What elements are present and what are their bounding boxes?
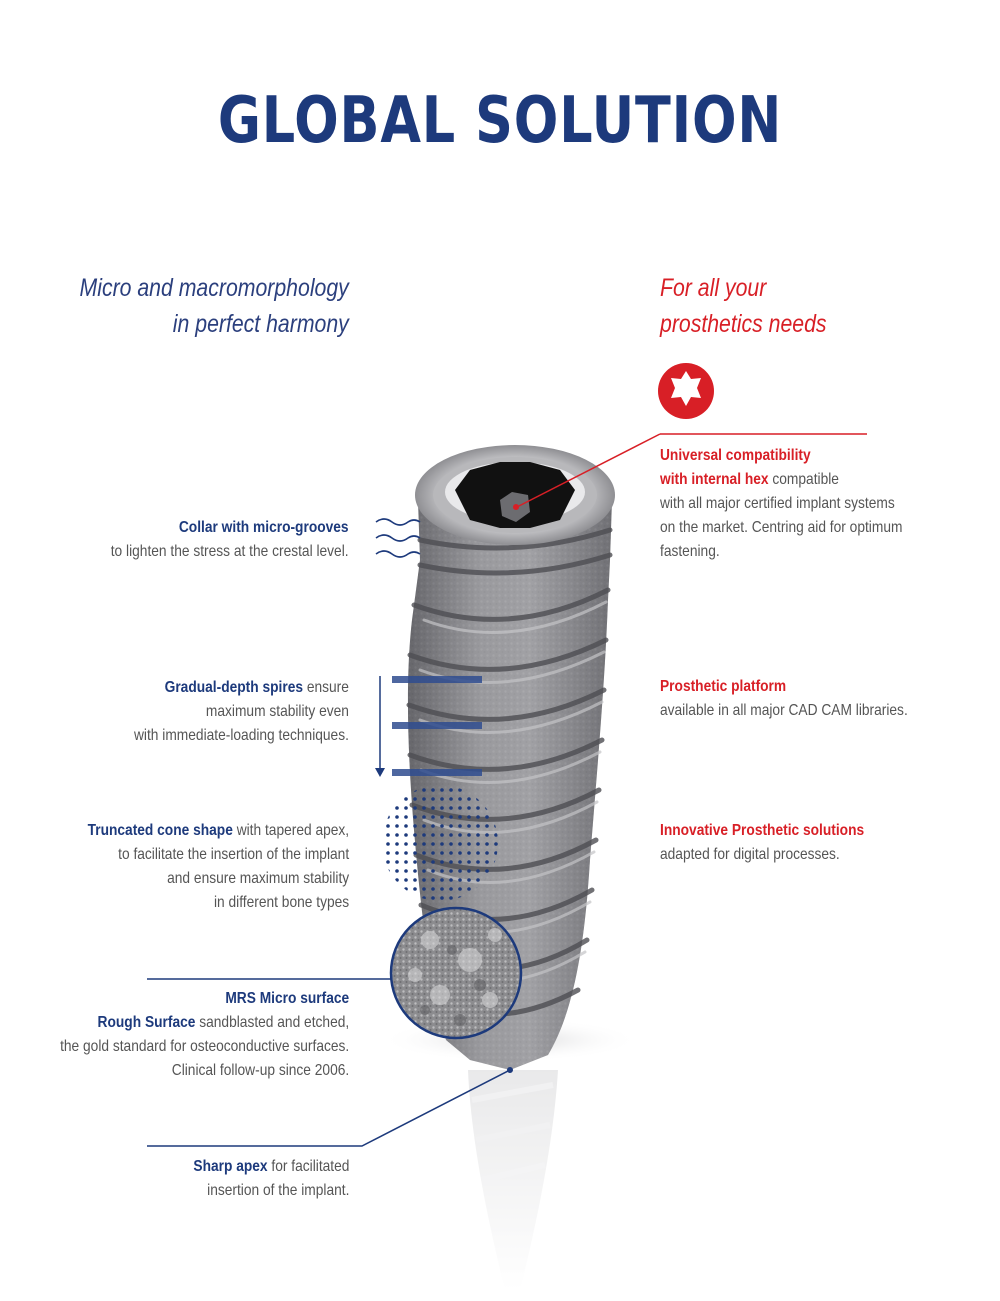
feature-platform-text: available in all major CAD CAM libraries… (660, 702, 908, 719)
feature-hex-text-3: on the market. Centring aid for optimum (660, 519, 903, 536)
left-tagline-line-1: Micro and macromorphology (79, 274, 349, 302)
feature-platform-title: Prosthetic platform (660, 678, 787, 695)
hex-socket-icon (658, 363, 867, 435)
feature-mrs-text-2: the gold standard for osteoconductive su… (59, 1038, 349, 1055)
left-tagline: Micro and macromorphology in perfect har… (80, 270, 349, 342)
page-title: GLOBAL SOLUTION (217, 84, 783, 158)
feature-cone-text-4: in different bone types (213, 894, 349, 911)
right-tagline: For all your prosthetics needs (660, 270, 827, 342)
right-tagline-line-1: For all your (660, 274, 767, 302)
feature-apex: Sharp apex for facilitated insertion of … (193, 1155, 349, 1203)
feature-mrs-subtitle: Rough Surface (97, 1014, 196, 1031)
apex-leader (147, 1067, 513, 1147)
feature-prosthetic-solutions-text: adapted for digital processes. (660, 846, 840, 863)
feature-apex-text-2: insertion of the implant. (206, 1182, 349, 1199)
left-tagline-line-2: in perfect harmony (173, 310, 349, 338)
feature-cone-text-2: to facilitate the insertion of the impla… (118, 846, 349, 863)
feature-spires-text-2: maximum stability even (205, 703, 349, 720)
feature-apex-title: Sharp apex (192, 1158, 268, 1175)
feature-apex-text-1: for facilitated (267, 1158, 349, 1175)
implant-reflection (468, 1070, 558, 1290)
feature-collar-desc: to lighten the stress at the crestal lev… (111, 543, 349, 560)
feature-prosthetic-solutions: Innovative Prosthetic solutions adapted … (660, 819, 864, 867)
feature-spires-text-3: with immediate-loading techniques. (134, 727, 349, 744)
feature-platform: Prosthetic platform available in all maj… (660, 675, 908, 723)
feature-cone-title: Truncated cone shape (87, 822, 233, 839)
feature-hex-text-1: compatible (768, 471, 839, 488)
feature-cone: Truncated cone shape with tapered apex, … (87, 819, 349, 915)
implant-collar (415, 433, 661, 545)
feature-mrs-title: MRS Micro surface (225, 990, 349, 1007)
feature-spires-title: Gradual-depth spires (164, 679, 304, 696)
feature-mrs-text-3: Clinical follow-up since 2006. (171, 1062, 349, 1079)
feature-prosthetic-solutions-title: Innovative Prosthetic solutions (660, 822, 865, 839)
feature-spires-text-1: ensure (303, 679, 349, 696)
feature-collar-title: Collar with micro-grooves (179, 519, 349, 536)
feature-hex-text-2: with all major certified implant systems (660, 495, 895, 512)
feature-hex-text-4: fastening. (660, 543, 720, 560)
feature-mrs: MRS Micro surface Rough Surface sandblas… (60, 987, 349, 1083)
feature-cone-text-3: and ensure maximum stability (166, 870, 349, 887)
down-arrow-icon (375, 676, 482, 777)
feature-hex-subtitle: with internal hex (660, 471, 769, 488)
feature-cone-text-1: with tapered apex, (232, 822, 349, 839)
feature-hex-title: Universal compatibility (660, 447, 811, 464)
feature-spires: Gradual-depth spires ensure maximum stab… (134, 676, 349, 748)
right-tagline-line-2: prosthetics needs (660, 310, 827, 338)
feature-hex: Universal compatibility with internal he… (660, 444, 902, 564)
wave-lines-icon (375, 518, 421, 558)
feature-mrs-text-1: sandblasted and etched, (195, 1014, 349, 1031)
surface-magnifier-icon (147, 906, 523, 1040)
feature-collar: Collar with micro-grooves to lighten the… (111, 516, 349, 564)
